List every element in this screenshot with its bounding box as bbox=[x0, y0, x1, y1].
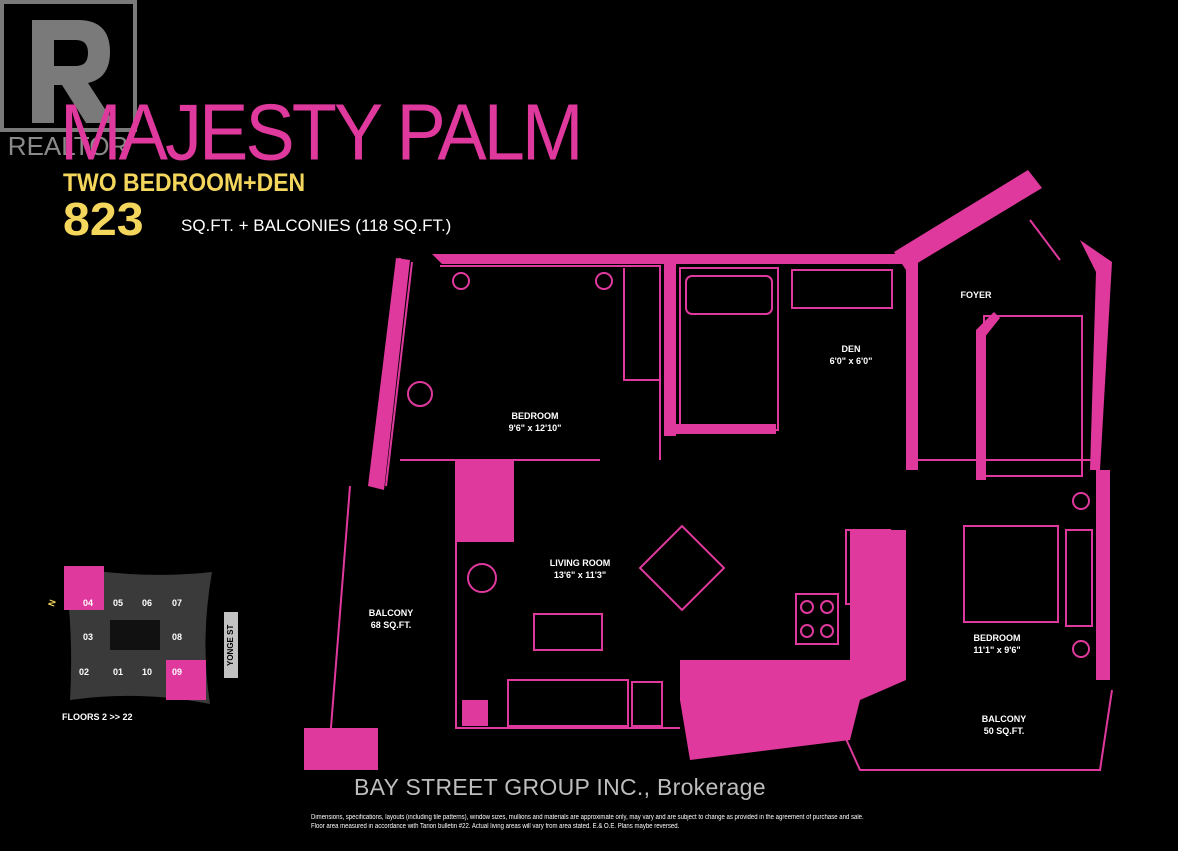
realtor-logo: REALTOR bbox=[0, 0, 137, 160]
unit-05: 05 bbox=[112, 598, 124, 608]
window-line bbox=[385, 261, 413, 487]
svg-text:REALTOR: REALTOR bbox=[8, 131, 128, 160]
floors-label: FLOORS 2 >> 22 bbox=[62, 712, 133, 722]
disclaimer-line: Dimensions, specifications, layouts (inc… bbox=[311, 814, 864, 821]
unit-07: 07 bbox=[171, 598, 183, 608]
unit-type: TWO BEDROOM+DEN bbox=[63, 169, 306, 197]
unit-06: 06 bbox=[141, 598, 153, 608]
plan-title: MAJESTY PALM bbox=[60, 87, 584, 177]
unit-02: 02 bbox=[78, 667, 90, 677]
unit-04: 04 bbox=[82, 598, 94, 608]
key-plan bbox=[64, 566, 212, 704]
disclaimer-line: Floor area measured in accordance with T… bbox=[311, 823, 680, 830]
street-label: YONGE ST bbox=[224, 612, 238, 678]
brokerage-watermark: BAY STREET GROUP INC., Brokerage bbox=[354, 774, 766, 800]
unit-10: 10 bbox=[141, 667, 153, 677]
unit-09: 09 bbox=[171, 667, 183, 677]
room-label-foyer: FOYER bbox=[960, 290, 992, 300]
area-detail: SQ.FT. + BALCONIES (118 SQ.FT.) bbox=[181, 216, 452, 235]
unit-01: 01 bbox=[112, 667, 124, 677]
area-number: 823 bbox=[63, 193, 144, 245]
unit-08: 08 bbox=[171, 632, 183, 642]
unit-03: 03 bbox=[82, 632, 94, 642]
